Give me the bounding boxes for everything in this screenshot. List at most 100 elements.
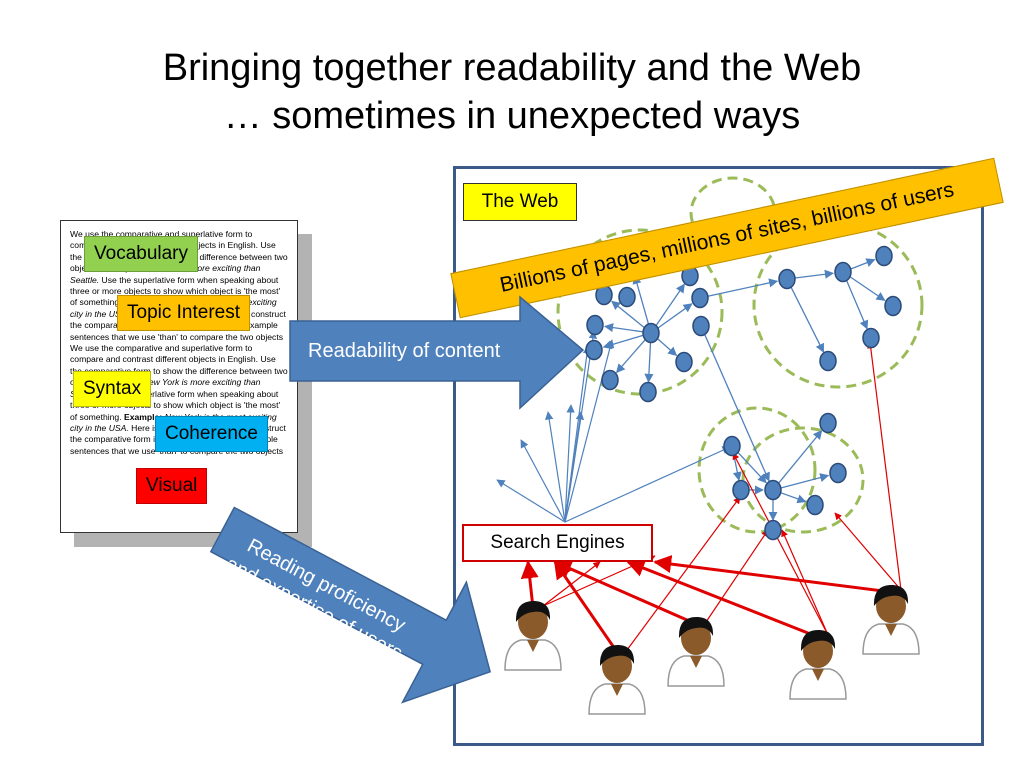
page-node <box>586 314 604 336</box>
web-link <box>845 279 869 330</box>
web-link <box>632 274 650 326</box>
user-shirt <box>588 683 646 715</box>
crawler-link <box>564 330 598 523</box>
user-hair <box>599 644 635 666</box>
user-icon <box>789 629 847 700</box>
page-node <box>875 245 893 267</box>
page-node <box>819 350 837 372</box>
cluster-circle <box>697 406 817 534</box>
user-shirt <box>789 668 847 700</box>
browse-link <box>732 452 829 636</box>
browse-link <box>781 529 829 636</box>
topic-interest-tag: Topic Interest <box>117 295 250 331</box>
page-node <box>732 479 750 501</box>
web-link <box>703 333 770 482</box>
browse-link <box>834 512 902 591</box>
user-neck <box>527 640 539 652</box>
web-link <box>849 275 886 301</box>
user-neck <box>812 669 824 681</box>
crawler-link <box>564 339 615 523</box>
user-icon <box>667 616 725 687</box>
page-node <box>692 315 710 337</box>
web-link <box>657 303 693 329</box>
page-node <box>764 519 782 541</box>
page-node <box>834 261 852 283</box>
document-text-run: New York is more exciting than Seattle. <box>70 263 261 285</box>
web-frame <box>453 166 984 746</box>
page-node <box>675 351 693 373</box>
document-text-run: Example: <box>123 411 165 422</box>
query-link <box>553 560 697 626</box>
user-icon <box>504 600 562 671</box>
page-node <box>723 435 741 457</box>
web-link <box>615 338 647 374</box>
page-node <box>585 339 603 361</box>
web-link <box>780 473 830 489</box>
browse-link <box>705 529 769 623</box>
user-shirt <box>667 655 725 687</box>
web-link <box>780 492 807 504</box>
web-link <box>736 451 767 484</box>
page-node <box>618 286 636 308</box>
browse-link <box>867 341 902 591</box>
crawler-link <box>564 404 575 523</box>
web-link <box>656 337 678 356</box>
page-node <box>829 462 847 484</box>
web-link <box>644 340 654 383</box>
web-link <box>603 323 644 333</box>
vocabulary-tag: Vocabulary <box>84 236 199 272</box>
query-link <box>653 555 892 594</box>
user-hair <box>800 629 836 651</box>
query-link <box>520 560 539 609</box>
page-node <box>691 287 709 309</box>
web-link <box>654 283 685 327</box>
document-text-run: Use the superlative form when speaking a… <box>70 274 281 308</box>
readability-label: Readability of content <box>308 340 501 362</box>
readability-arrow <box>289 295 585 410</box>
crawler-link <box>520 439 566 523</box>
crawler-link <box>496 479 566 523</box>
user-neck <box>690 656 702 668</box>
title-line-2: … sometimes in unexpected ways <box>223 95 801 137</box>
web-link <box>611 300 646 329</box>
title-line-1: Bringing together readability and the We… <box>162 47 862 89</box>
user-icon <box>862 584 920 655</box>
page-node <box>601 369 619 391</box>
browse-link <box>542 561 601 607</box>
page-node <box>862 327 880 349</box>
visual-tag: Visual <box>136 468 208 504</box>
query-link <box>626 559 819 639</box>
query-link <box>553 560 619 653</box>
user-shirt <box>504 639 562 671</box>
page-node <box>884 295 902 317</box>
reading-proficiency-arrow <box>209 506 491 704</box>
document-text-run: Use the superlative form when speaking a… <box>70 388 281 422</box>
browse-link <box>542 555 656 607</box>
search-engines-box: Search Engines <box>462 524 653 562</box>
slide-title: Bringing together readability and the We… <box>0 44 1024 140</box>
user-hair <box>515 600 551 622</box>
page-node <box>806 494 824 516</box>
crawler-link <box>564 446 731 523</box>
syntax-tag: Syntax <box>73 371 152 407</box>
page-node <box>639 381 657 403</box>
page-node <box>819 412 837 434</box>
browse-link <box>626 496 741 651</box>
coherence-tag: Coherence <box>155 416 268 452</box>
user-hair <box>678 616 714 638</box>
user-neck <box>885 624 897 636</box>
the-web-label: The Web <box>463 183 577 221</box>
web-link <box>789 285 825 353</box>
crawler-link <box>564 345 592 523</box>
page-node <box>764 479 782 501</box>
crawler-link <box>545 411 566 523</box>
page-node <box>778 268 796 290</box>
user-neck <box>611 684 623 696</box>
web-link <box>707 278 779 297</box>
user-hair <box>873 584 909 606</box>
web-link <box>777 430 823 485</box>
web-link <box>794 269 834 279</box>
user-icon <box>588 644 646 715</box>
page-node <box>642 322 660 344</box>
